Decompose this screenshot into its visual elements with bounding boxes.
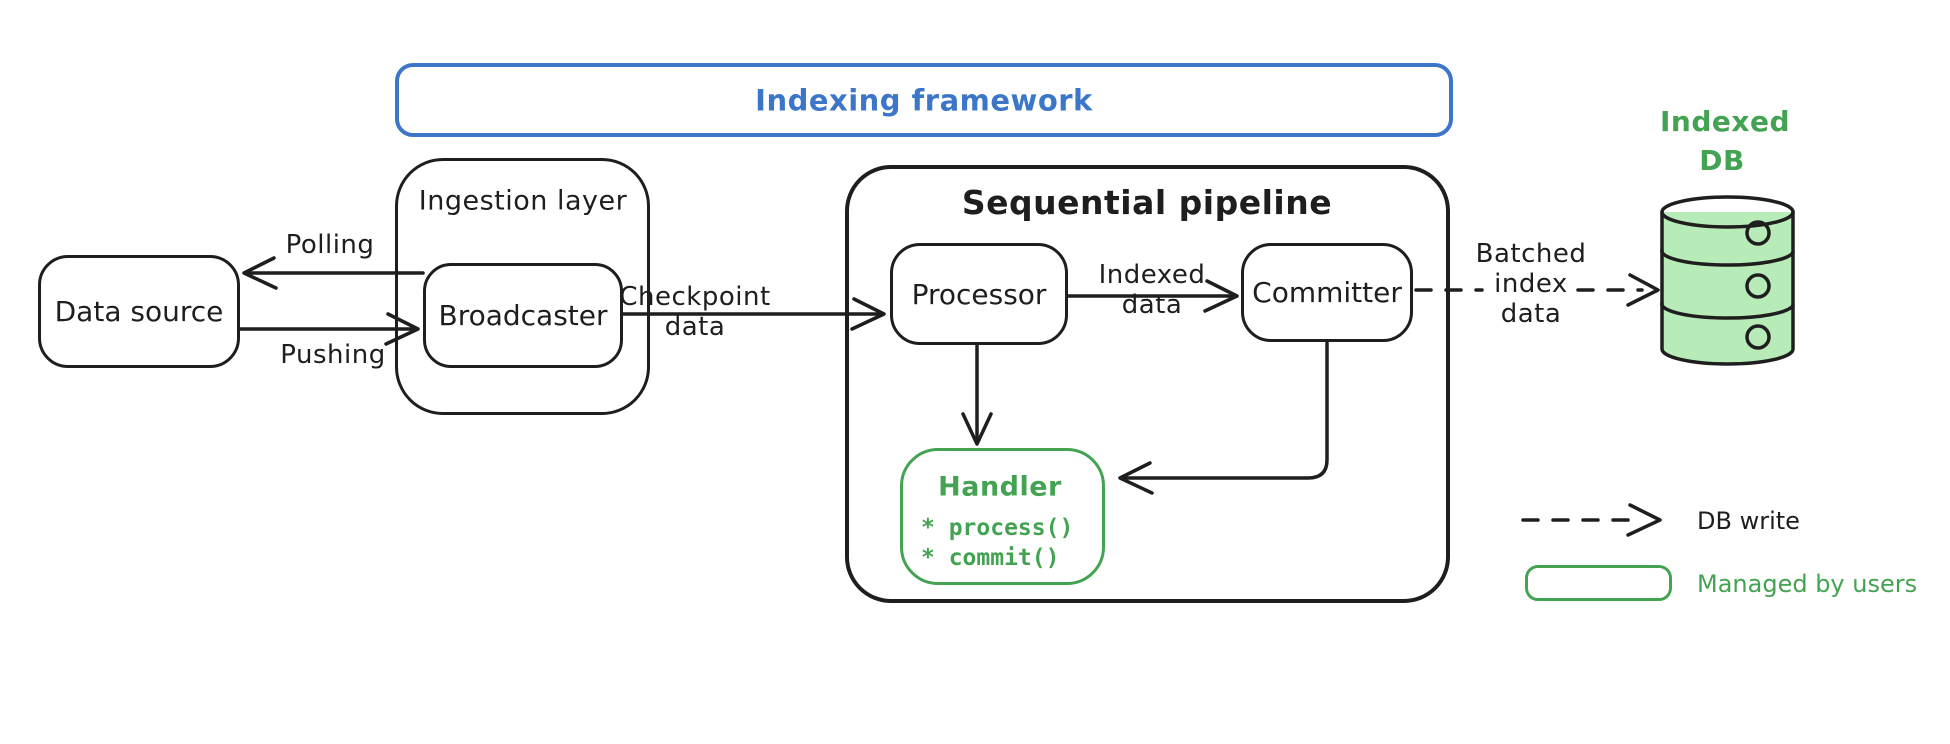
committer-node: Committer: [1241, 243, 1413, 342]
indexed-data-label: Indexed data: [1098, 260, 1206, 321]
ingestion-layer-node: [395, 158, 650, 415]
data-source-node: Data source: [38, 255, 240, 368]
committer-label: Committer: [1252, 276, 1402, 309]
ingestion-layer-label: Ingestion layer: [418, 185, 628, 217]
batched-label-line2: index: [1494, 269, 1568, 300]
legend-arrowhead-icon: [1626, 503, 1662, 537]
database-icon: [1660, 195, 1795, 366]
checkpoint-arrowhead-icon: [850, 297, 886, 331]
indexing-framework-frame: [395, 63, 1453, 137]
processor-handler-arrowhead-icon: [961, 412, 993, 446]
checkpoint-label-line1: Checkpoint: [619, 282, 771, 313]
legend-managed-label: Managed by users: [1697, 570, 1918, 598]
polling-arrowhead-icon: [242, 256, 278, 290]
checkpoint-data-label: Checkpoint data: [619, 282, 771, 343]
indexing-framework-label: Indexing framework: [755, 83, 1093, 118]
committer-handler-arrow-line: [1122, 341, 1329, 480]
indexed-db-label-line1: Indexed: [1660, 104, 1790, 138]
handler-node: [900, 448, 1105, 585]
sequential-pipeline-node: [845, 165, 1450, 603]
polling-label: Polling: [285, 230, 375, 261]
checkpoint-label-line2: data: [664, 312, 726, 342]
pushing-label: Pushing: [280, 340, 386, 371]
batched-index-data-label: Batched index data: [1475, 239, 1587, 330]
handler-title: Handler: [938, 471, 1062, 503]
indexed-data-arrowhead-icon: [1203, 279, 1239, 313]
sequential-pipeline-label: Sequential pipeline: [961, 183, 1333, 223]
legend-db-write-label: DB write: [1697, 507, 1800, 535]
handler-method-process: * process(): [921, 515, 1074, 541]
indexed-label-line2: data: [1121, 290, 1183, 320]
committer-handler-arrowhead-icon: [1118, 461, 1154, 495]
indexed-label-line1: Indexed: [1098, 260, 1206, 291]
broadcaster-node: Broadcaster: [423, 263, 623, 368]
broadcaster-label: Broadcaster: [438, 299, 608, 332]
legend-managed-box: [1525, 565, 1672, 601]
processor-label: Processor: [911, 277, 1047, 311]
indexed-db-label-line2: DB: [1699, 143, 1745, 177]
batched-arrowhead-icon: [1626, 273, 1660, 307]
handler-method-commit: * commit(): [921, 545, 1060, 571]
batched-label-line1: Batched: [1475, 239, 1587, 270]
processor-node: Processor: [890, 243, 1068, 345]
batched-label-line3: data: [1500, 298, 1562, 329]
data-source-label: Data source: [54, 295, 224, 328]
